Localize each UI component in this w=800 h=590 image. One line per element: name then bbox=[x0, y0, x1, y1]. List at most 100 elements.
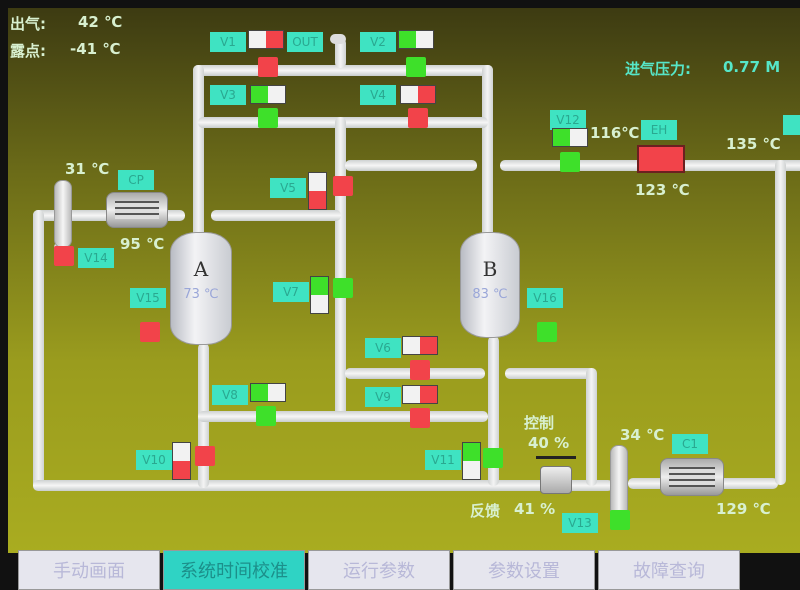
v10-toggle-switch[interactable] bbox=[172, 442, 191, 480]
dew-point-label: 露点: bbox=[10, 42, 46, 60]
hmi-screen: 出气: 42 ℃ 露点: -41 ℃ 进气压力: 0.77 M A 73 ℃ B… bbox=[8, 8, 800, 553]
v12-temp: 116℃ bbox=[590, 124, 640, 142]
switch-half bbox=[309, 191, 326, 209]
v6-valve-body[interactable] bbox=[410, 360, 430, 380]
switch-half bbox=[251, 86, 268, 103]
switch-half bbox=[268, 384, 285, 401]
switch-half bbox=[553, 129, 570, 146]
control-valve-handle bbox=[536, 456, 576, 459]
v7-valve-body[interactable] bbox=[333, 278, 353, 298]
switch-half bbox=[401, 86, 418, 103]
cooler-c1[interactable] bbox=[660, 458, 724, 496]
v13-valve-body[interactable] bbox=[610, 510, 630, 530]
switch-half bbox=[403, 337, 420, 354]
v5-valve-body[interactable] bbox=[333, 176, 353, 196]
v8-valve-body[interactable] bbox=[256, 406, 276, 426]
feedback-value: 41 % bbox=[514, 500, 556, 518]
v5-label: V5 bbox=[270, 178, 306, 198]
switch-half bbox=[309, 173, 326, 191]
cooler-cp[interactable] bbox=[106, 192, 168, 228]
switch-half bbox=[173, 461, 190, 479]
pipe-segment bbox=[33, 210, 44, 490]
switch-half bbox=[463, 461, 480, 479]
switch-half bbox=[418, 86, 435, 103]
v7-toggle-switch[interactable] bbox=[310, 276, 329, 314]
pipe-segment bbox=[198, 411, 488, 422]
pipe-segment bbox=[482, 65, 493, 245]
tab-2[interactable]: 运行参数 bbox=[308, 550, 450, 590]
outlet-temp-label: 出气: bbox=[10, 15, 46, 33]
v16-valve-body[interactable] bbox=[537, 322, 557, 342]
tank-b[interactable]: B 83 ℃ bbox=[460, 232, 520, 338]
v10-valve-body[interactable] bbox=[195, 446, 215, 466]
electric-heater-eh[interactable] bbox=[637, 145, 685, 173]
outlet-temp-value: 42 ℃ bbox=[78, 13, 123, 31]
pipe-segment bbox=[775, 160, 786, 485]
tank-a-label: A bbox=[193, 257, 209, 281]
v12-valve-body[interactable] bbox=[560, 152, 580, 172]
switch-half bbox=[463, 443, 480, 461]
pipe-segment bbox=[193, 65, 204, 245]
pipe-segment bbox=[211, 210, 341, 221]
switch-half bbox=[570, 129, 587, 146]
switch-half bbox=[403, 386, 420, 403]
v11-label: V11 bbox=[425, 450, 461, 470]
switch-half bbox=[251, 384, 268, 401]
v2-toggle-switch[interactable] bbox=[398, 30, 434, 49]
v2-valve-body[interactable] bbox=[406, 57, 426, 77]
right-cut-label: I bbox=[783, 115, 800, 135]
switch-half bbox=[420, 337, 437, 354]
bottom-tab-bar: 手动画面系统时间校准运行参数参数设置故障查询 bbox=[18, 550, 740, 590]
eh-label: EH bbox=[641, 120, 677, 140]
control-value: 40 % bbox=[528, 434, 570, 452]
v16-label: V16 bbox=[527, 288, 563, 308]
tab-3[interactable]: 参数设置 bbox=[453, 550, 595, 590]
cp-inlet-temp: 31 ℃ bbox=[65, 160, 110, 178]
control-valve[interactable] bbox=[540, 466, 572, 494]
switch-half bbox=[311, 295, 328, 313]
control-label: 控制 bbox=[524, 414, 555, 432]
v9-label: V9 bbox=[365, 387, 401, 407]
v2-label: V2 bbox=[360, 32, 396, 52]
v10-label: V10 bbox=[136, 450, 172, 470]
v14-valve-body[interactable] bbox=[54, 246, 74, 266]
v8-toggle-switch[interactable] bbox=[250, 383, 286, 402]
v9-valve-body[interactable] bbox=[410, 408, 430, 428]
pipe-segment bbox=[33, 480, 613, 491]
v12-label: V12 bbox=[550, 110, 586, 130]
tank-b-label: B bbox=[482, 257, 498, 281]
v1-label: V1 bbox=[210, 32, 246, 52]
v3-valve-body[interactable] bbox=[258, 108, 278, 128]
pipe-segment bbox=[505, 368, 595, 379]
v4-valve-body[interactable] bbox=[408, 108, 428, 128]
v6-toggle-switch[interactable] bbox=[402, 336, 438, 355]
pipe-segment bbox=[488, 336, 499, 486]
pipe-segment bbox=[193, 65, 493, 76]
inlet-pressure-value: 0.77 M bbox=[723, 58, 781, 76]
v3-toggle-switch[interactable] bbox=[250, 85, 286, 104]
switch-half bbox=[416, 31, 433, 48]
tab-0[interactable]: 手动画面 bbox=[18, 550, 160, 590]
v12-toggle-switch[interactable] bbox=[552, 128, 588, 147]
v1-valve-body[interactable] bbox=[258, 57, 278, 77]
tab-1[interactable]: 系统时间校准 bbox=[163, 550, 305, 590]
v9-toggle-switch[interactable] bbox=[402, 385, 438, 404]
tank-a-temp: 73 ℃ bbox=[183, 287, 219, 302]
switch-half bbox=[266, 31, 283, 48]
v15-valve-body[interactable] bbox=[140, 322, 160, 342]
tank-a[interactable]: A 73 ℃ bbox=[170, 232, 232, 345]
c1-inlet-temp: 34 ℃ bbox=[620, 426, 665, 444]
v13-label: V13 bbox=[562, 513, 598, 533]
v11-toggle-switch[interactable] bbox=[462, 442, 481, 480]
v8-label: V8 bbox=[212, 385, 248, 405]
cp-label: CP bbox=[118, 170, 154, 190]
v4-toggle-switch[interactable] bbox=[400, 85, 436, 104]
v3-label: V3 bbox=[210, 85, 246, 105]
switch-half bbox=[173, 443, 190, 461]
v11-valve-body[interactable] bbox=[483, 448, 503, 468]
c1-label: C1 bbox=[672, 434, 708, 454]
v1-toggle-switch[interactable] bbox=[248, 30, 284, 49]
tab-4[interactable]: 故障查询 bbox=[598, 550, 740, 590]
v5-toggle-switch[interactable] bbox=[308, 172, 327, 210]
inlet-pressure-label: 进气压力: bbox=[625, 60, 691, 78]
